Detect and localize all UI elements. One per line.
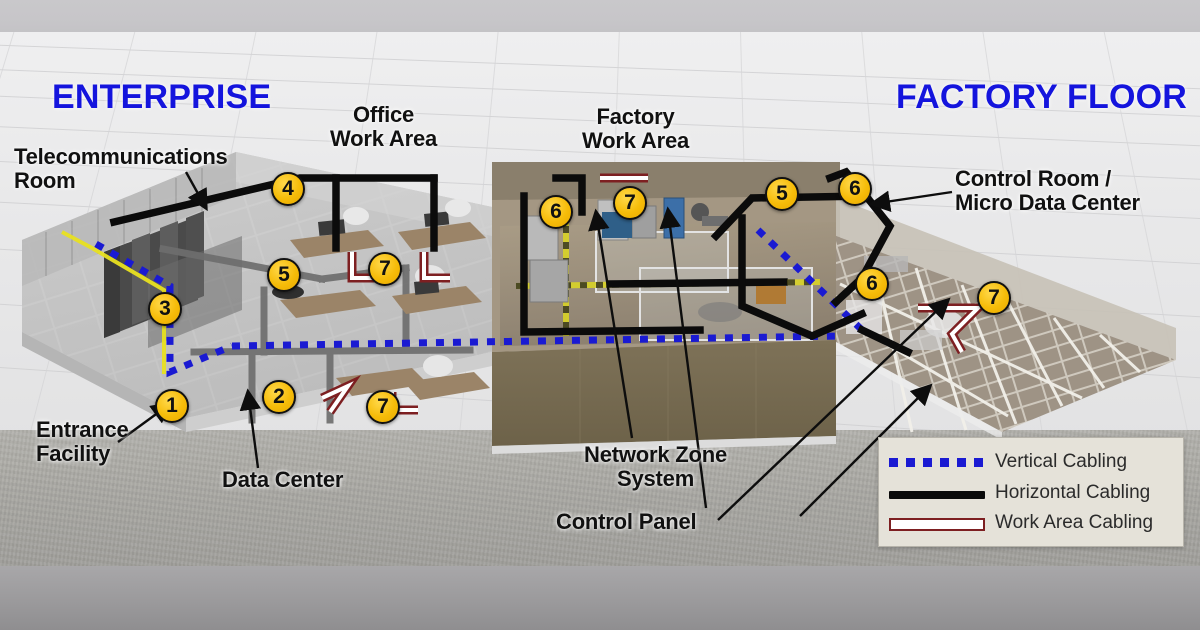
legend-label: Vertical Cabling: [995, 451, 1128, 472]
marker-data-center[interactable]: 2: [262, 380, 296, 414]
marker-control-room-cabling[interactable]: 6: [855, 267, 889, 301]
vertical-cabling-paths: [94, 227, 865, 378]
backdrop-top-band: [0, 0, 1200, 32]
marker-horizontal-cabling-telecom[interactable]: 4: [271, 172, 305, 206]
marker-office-work-area-cabling[interactable]: 7: [368, 252, 402, 286]
control-room-building: [836, 198, 1176, 440]
legend-swatch-dotted-icon: [889, 453, 985, 471]
marker-office-work-area-cabling[interactable]: 7: [366, 390, 400, 424]
title-factory-floor: FACTORY FLOOR: [896, 78, 1187, 116]
legend-row-dotted: Vertical Cabling: [889, 447, 1173, 477]
title-enterprise: ENTERPRISE: [52, 78, 272, 116]
legend-row-hollow: Work Area Cabling: [889, 508, 1173, 538]
conduit-yellow: [61, 230, 166, 374]
legend-swatch-solid-icon: [889, 491, 985, 499]
marker-vertical-cabling-riser[interactable]: 3: [148, 292, 182, 326]
enterprise-building: [22, 152, 492, 432]
legend-label: Work Area Cabling: [995, 512, 1154, 533]
legend-row-solid: Horizontal Cabling: [889, 478, 1173, 508]
marker-entrance-facility[interactable]: 1: [155, 389, 189, 423]
marker-consolidation-point[interactable]: 5: [267, 258, 301, 292]
legend-swatch-hollow-icon: [889, 518, 985, 531]
marker-factory-horizontal-cabling[interactable]: 6: [539, 195, 573, 229]
marker-control-room-cabling[interactable]: 6: [838, 172, 872, 206]
marker-factory-work-area-cabling[interactable]: 7: [613, 186, 647, 220]
marker-consolidation-point-factory[interactable]: 5: [765, 177, 799, 211]
backdrop-bottom-band: [0, 566, 1200, 630]
callout-leader-lines: [117, 171, 953, 521]
legend-label: Horizontal Cabling: [995, 481, 1151, 503]
marker-control-room-work-area-cabling[interactable]: 7: [977, 281, 1011, 315]
